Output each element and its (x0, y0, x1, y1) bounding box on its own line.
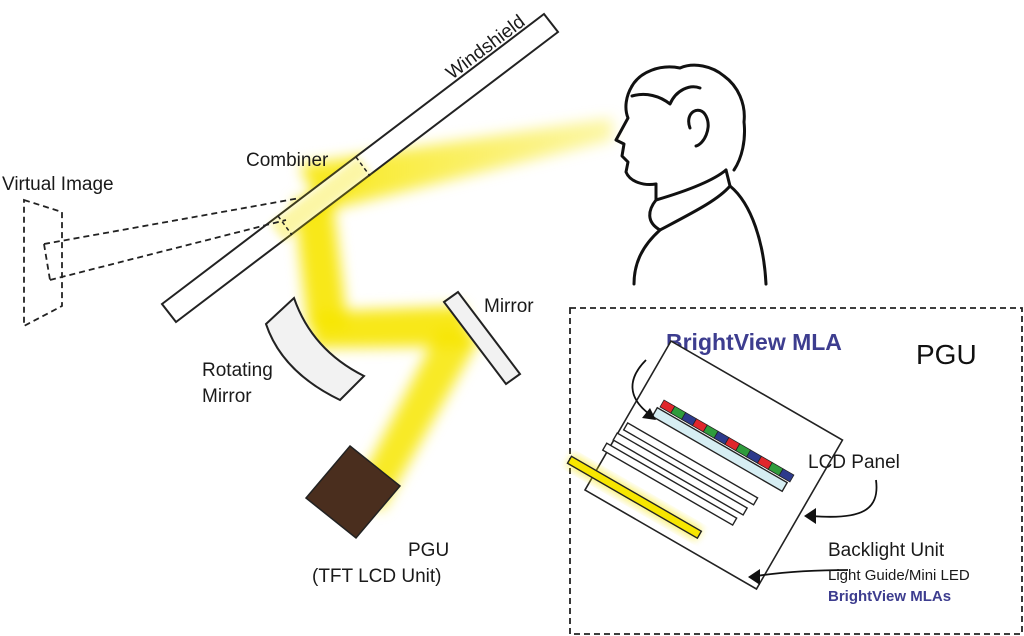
mini-led-layer (566, 455, 703, 540)
backlight-arrow (755, 569, 849, 577)
lcd-panel-label: LCD Panel (808, 452, 900, 473)
virtual-image-label: Virtual Image (2, 174, 114, 195)
lcd-panel-arrow (811, 479, 878, 518)
pgu-box (304, 444, 402, 540)
light-guide-layer-3 (601, 442, 738, 527)
fold-mirror (442, 290, 522, 386)
pgu-stack-frame (583, 339, 844, 591)
brightview-mla-label: BrightView MLA (666, 329, 842, 355)
brightview-mlas-label: BrightView MLAs (828, 588, 951, 605)
lcd-panel-layer (651, 406, 789, 493)
rotating-mirror-label-line1: Rotating (202, 360, 273, 381)
light-guide-layer-2 (612, 432, 749, 516)
brightview-arrow (631, 359, 653, 417)
virtual-image (23, 197, 301, 328)
rotating-mirror-label-line2: Mirror (202, 386, 252, 407)
combiner-label: Combiner (246, 150, 329, 171)
rotating-mirror (264, 296, 366, 402)
light-beam (294, 118, 612, 510)
pgu-inset-title: PGU (916, 339, 977, 370)
pgu-stack (583, 339, 844, 591)
arrow-heads (642, 408, 816, 585)
pgu-inset-frame (569, 307, 1023, 635)
pgu-layers (565, 399, 795, 541)
mirror-label: Mirror (484, 296, 534, 317)
light-guide-label: Light Guide/Mini LED (828, 567, 970, 584)
pgu-label-line1: PGU (408, 540, 449, 561)
callout-arrows (631, 359, 878, 577)
mla-pixel (778, 468, 795, 483)
viewer-head (614, 63, 768, 286)
backlight-unit-label: Backlight Unit (828, 540, 945, 561)
windshield (160, 12, 560, 324)
pgu-label-line2: (TFT LCD Unit) (312, 566, 441, 587)
light-guide-layer (622, 421, 759, 506)
mla-pixel-strip (659, 399, 795, 483)
